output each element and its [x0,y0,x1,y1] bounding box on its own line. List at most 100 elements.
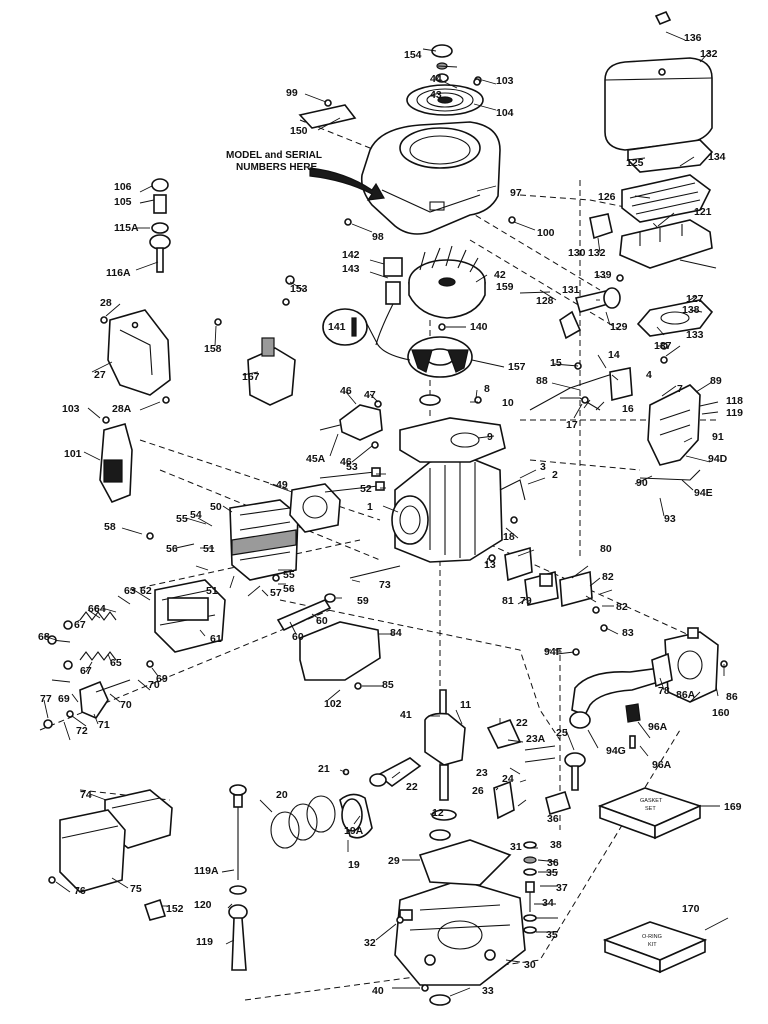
governor-linkage [529,367,633,411]
part-label: 30 [524,959,536,971]
part-label: 101 [64,448,82,460]
part-label: 77 [40,693,52,705]
part-label: 83 [622,627,634,639]
part-label: 129 [610,321,628,333]
rotating-screen [406,44,484,116]
carburetor [651,627,719,703]
part-label: 127 [686,293,704,305]
part-label: 73 [379,579,391,591]
air-cleaner-assembly [559,10,717,340]
part-label: 9 [487,431,493,443]
part-label: 55 [283,569,295,581]
part-label: 118 [726,395,743,407]
gasket-set-line2: SET [645,806,656,812]
part-label: 51 [203,543,215,555]
part-label: 153 [290,283,308,295]
part-label: 55 [176,513,188,525]
part-label: 94D [708,453,728,465]
part-label: 1 [367,501,373,513]
alternator-stator [364,319,473,378]
part-label: 17 [566,419,578,431]
part-label: 59 [357,595,369,607]
control-bracket [639,384,701,481]
part-label: 52 [360,483,372,495]
o-ring-kit-line2: KIT [648,942,657,948]
choke-parts [625,703,641,749]
part-label: 91 [712,431,724,443]
part-label: 3 [540,461,546,473]
oil-dipstick [228,784,248,971]
bracket-45a [319,404,383,441]
part-label: 54 [190,509,202,521]
clip-158 [143,898,167,921]
part-label: 125 [626,157,644,169]
part-label: 96A [652,759,672,771]
muffler [154,579,226,653]
part-label: 105 [114,196,132,208]
part-label: 12 [432,807,444,819]
shield-104 [99,423,133,504]
part-label: 56 [166,543,178,555]
part-label: 19A [344,825,364,837]
part-label: 94F [544,646,563,658]
part-label: 157 [508,361,526,373]
part-label: 26 [472,785,484,797]
model-serial-note-line1: MODEL and SERIAL [226,150,322,161]
part-label: 19 [348,859,360,871]
part-label: 138 [682,304,700,316]
part-label: 154 [404,49,422,61]
part-label: 134 [708,151,726,163]
part-label: 24 [502,773,514,785]
part-label: 51 [206,585,218,597]
part-label: 18 [503,531,515,543]
part-label: 141 [328,321,346,333]
part-label: 152 [166,903,184,915]
ignition-armature [375,257,403,346]
gasket-set-line1: GASKET [640,798,663,804]
part-label: 72 [76,725,88,737]
part-label: 140 [470,321,488,333]
part-label: 169 [724,801,742,813]
part-label: 34 [542,897,554,909]
part-label: 158 [204,343,222,355]
part-label: 2 [552,469,558,481]
part-label: 25 [556,727,568,739]
piston-rings [270,793,373,849]
part-number-labels: 12347891011121314151617181919A2021222223… [38,32,743,997]
part-label: 86A [676,689,696,701]
air-filter-lower [59,789,173,893]
fasteners [43,78,728,992]
part-label: 23A [526,733,546,745]
cylinder-block [391,457,526,563]
part-label: 29 [388,855,400,867]
part-label: 58 [104,521,116,533]
part-label: 10 [502,397,514,409]
part-label: 16 [622,403,634,415]
rectifier-inset [322,308,368,346]
part-label: 43 [430,89,442,101]
part-label: 46 [340,456,352,468]
part-label: 49 [276,479,288,491]
cylinder-head [229,499,299,581]
part-label: 60 [292,631,304,643]
part-label: 131 [562,284,580,296]
part-label: 61 [210,633,222,645]
part-label: 7 [677,383,683,395]
breather-tube [276,593,336,632]
part-label: 97 [510,187,522,199]
part-label: 74 [80,789,92,801]
part-label: 102 [324,698,342,710]
part-label: 132 [700,48,718,60]
part-label: 22 [406,781,418,793]
part-label: 143 [342,263,360,275]
part-label: 78 [658,685,670,697]
intake-gaskets [504,546,593,608]
part-label: 120 [194,899,212,911]
part-label: 11 [460,699,471,711]
breather-cover [399,394,506,463]
part-label: 85 [382,679,394,691]
fuel-solenoid [247,337,296,406]
part-label: 75 [130,883,142,895]
part-label: 69 [58,693,70,705]
